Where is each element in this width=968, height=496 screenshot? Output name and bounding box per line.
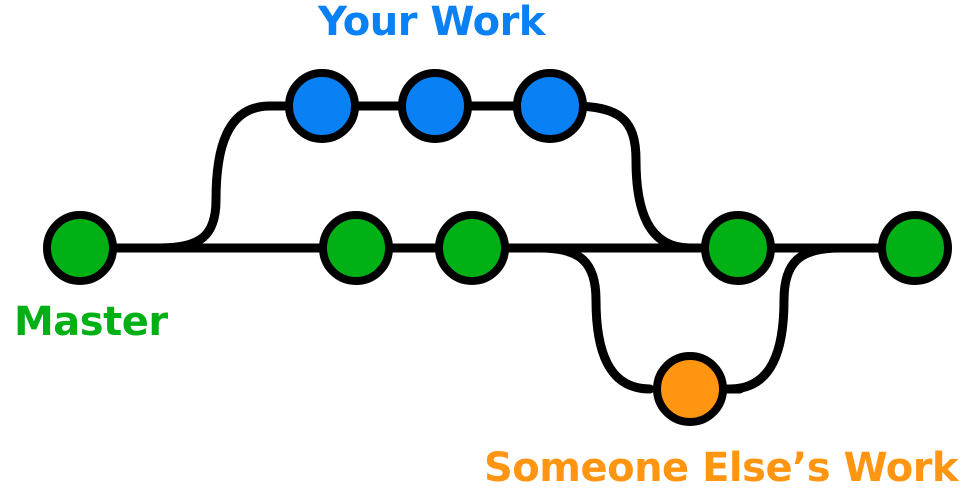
branch-label-your-work: Your Work	[318, 0, 545, 45]
commit-node-master-5[interactable]	[878, 211, 952, 285]
commit-node-someone-else-1[interactable]	[653, 352, 727, 426]
commit-node-your-work-2[interactable]	[398, 69, 472, 143]
commit-node-master-4[interactable]	[701, 211, 775, 285]
edge-branch-out-your-work	[155, 101, 305, 253]
node-layer	[43, 69, 952, 426]
edge-merge-in-someone-else	[725, 243, 845, 394]
commit-node-master-1[interactable]	[43, 211, 117, 285]
commit-node-master-2[interactable]	[319, 211, 393, 285]
commit-node-master-3[interactable]	[435, 211, 509, 285]
edge-merge-in-your-work	[567, 101, 725, 253]
commit-node-your-work-3[interactable]	[513, 69, 587, 143]
branch-label-master: Master	[14, 299, 168, 345]
branch-label-someone-elses-work: Someone Else’s Work	[484, 445, 959, 491]
edge-branch-out-someone-else	[535, 243, 655, 394]
commit-node-your-work-1[interactable]	[285, 69, 359, 143]
